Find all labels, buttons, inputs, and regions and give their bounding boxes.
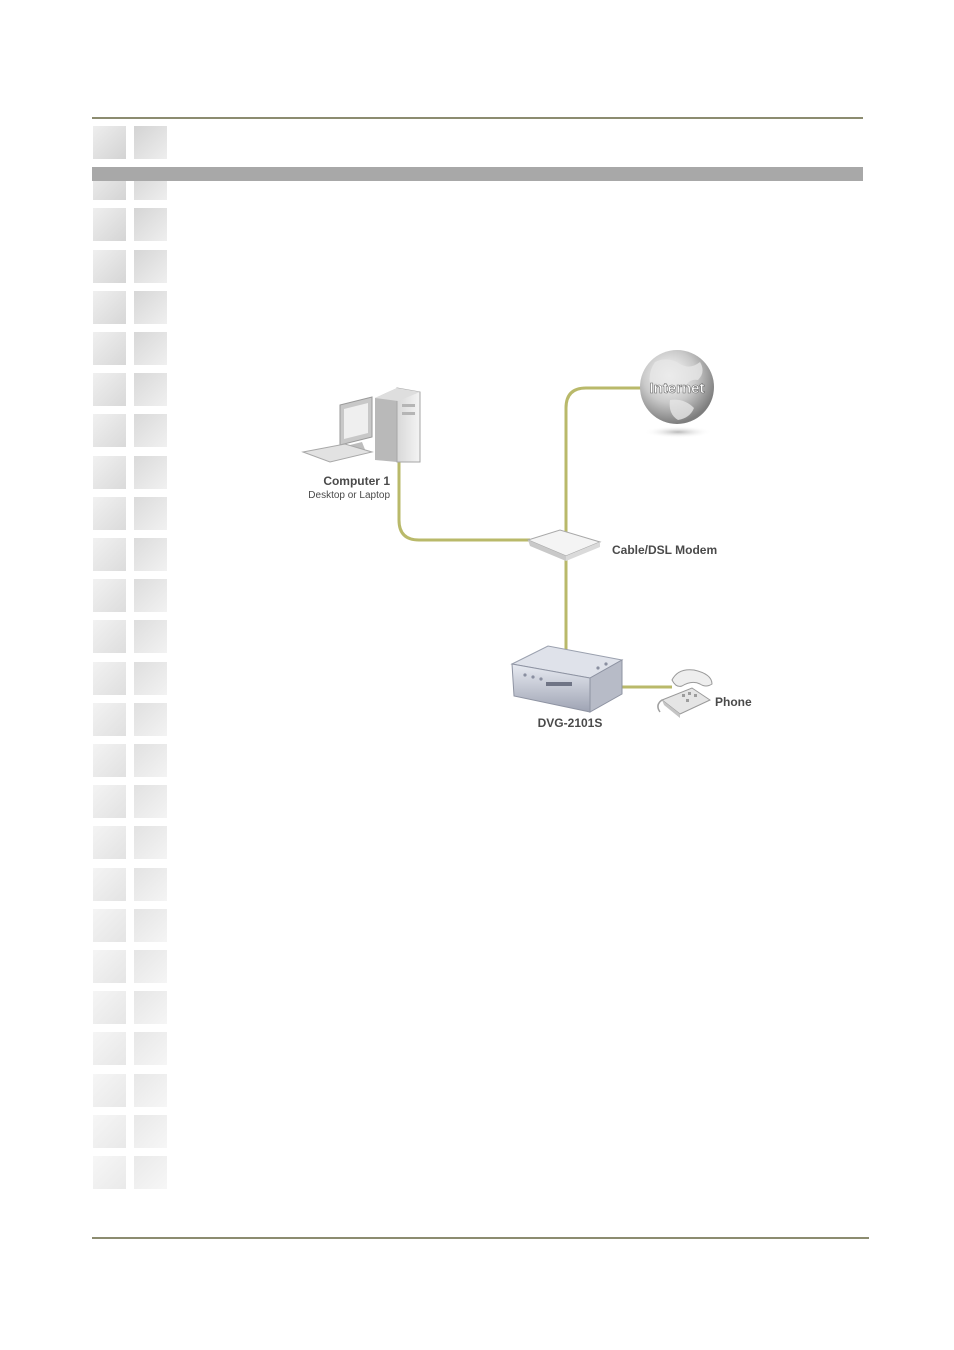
- decorative-tile: [93, 456, 126, 489]
- desktop-computer-icon: [301, 387, 421, 463]
- top-rule: [92, 117, 863, 119]
- modem-label: Cable/DSL Modem: [612, 543, 717, 557]
- decorative-tile: [93, 538, 126, 571]
- decorative-tile: [93, 291, 126, 324]
- voip-gateway-icon: [510, 645, 624, 713]
- internet-label: Internet: [649, 380, 704, 397]
- decorative-tile: [93, 620, 126, 653]
- decorative-tile: [134, 538, 167, 571]
- decorative-tile: [93, 826, 126, 859]
- decorative-tile: [93, 785, 126, 818]
- decorative-tile: [134, 1115, 167, 1148]
- decorative-tile: [93, 579, 126, 612]
- decorative-tile: [134, 414, 167, 447]
- decorative-tile: [134, 1156, 167, 1189]
- computer-label: Computer 1: [323, 474, 390, 488]
- internet-globe-icon: Internet: [640, 350, 714, 438]
- decorative-tile: [134, 126, 167, 159]
- decorative-tile: [134, 497, 167, 530]
- decorative-tile: [93, 332, 126, 365]
- decorative-tile-column: [0, 0, 200, 1350]
- modem-icon: [526, 529, 602, 561]
- decorative-tile: [134, 456, 167, 489]
- decorative-tile: [134, 703, 167, 736]
- decorative-tile: [134, 991, 167, 1024]
- decorative-tile: [134, 332, 167, 365]
- decorative-tile: [134, 909, 167, 942]
- decorative-tile: [134, 1032, 167, 1065]
- decorative-tile: [134, 662, 167, 695]
- decorative-tile: [93, 662, 126, 695]
- decorative-tile: [93, 909, 126, 942]
- decorative-tile: [134, 620, 167, 653]
- decorative-tile: [93, 1115, 126, 1148]
- decorative-tile: [134, 826, 167, 859]
- decorative-tile: [93, 250, 126, 283]
- decorative-tile: [134, 868, 167, 901]
- gateway-label: DVG-2101S: [538, 716, 603, 730]
- cable-computer-modem: [397, 462, 530, 542]
- phone-label: Phone: [715, 695, 752, 709]
- cable-modem-internet: [564, 386, 645, 538]
- computer-sublabel: Desktop or Laptop: [308, 490, 390, 501]
- decorative-tile: [134, 250, 167, 283]
- decorative-tile: [134, 291, 167, 324]
- telephone-icon: [657, 669, 713, 718]
- decorative-tile: [93, 703, 126, 736]
- decorative-tile: [134, 208, 167, 241]
- header-bar: [92, 167, 863, 181]
- decorative-tile: [93, 414, 126, 447]
- decorative-tile: [93, 1032, 126, 1065]
- decorative-tile: [134, 1074, 167, 1107]
- decorative-tile: [93, 1074, 126, 1107]
- decorative-tile: [93, 126, 126, 159]
- bottom-rule: [92, 1237, 869, 1239]
- decorative-tile: [93, 1156, 126, 1189]
- decorative-tile: [93, 208, 126, 241]
- decorative-tile: [93, 991, 126, 1024]
- decorative-tile: [134, 950, 167, 983]
- decorative-tile: [134, 785, 167, 818]
- decorative-tile: [134, 373, 167, 406]
- decorative-tile: [134, 744, 167, 777]
- decorative-tile: [93, 868, 126, 901]
- decorative-tile: [93, 497, 126, 530]
- decorative-tile: [93, 373, 126, 406]
- decorative-tile: [134, 579, 167, 612]
- decorative-tile: [93, 950, 126, 983]
- decorative-tile: [93, 744, 126, 777]
